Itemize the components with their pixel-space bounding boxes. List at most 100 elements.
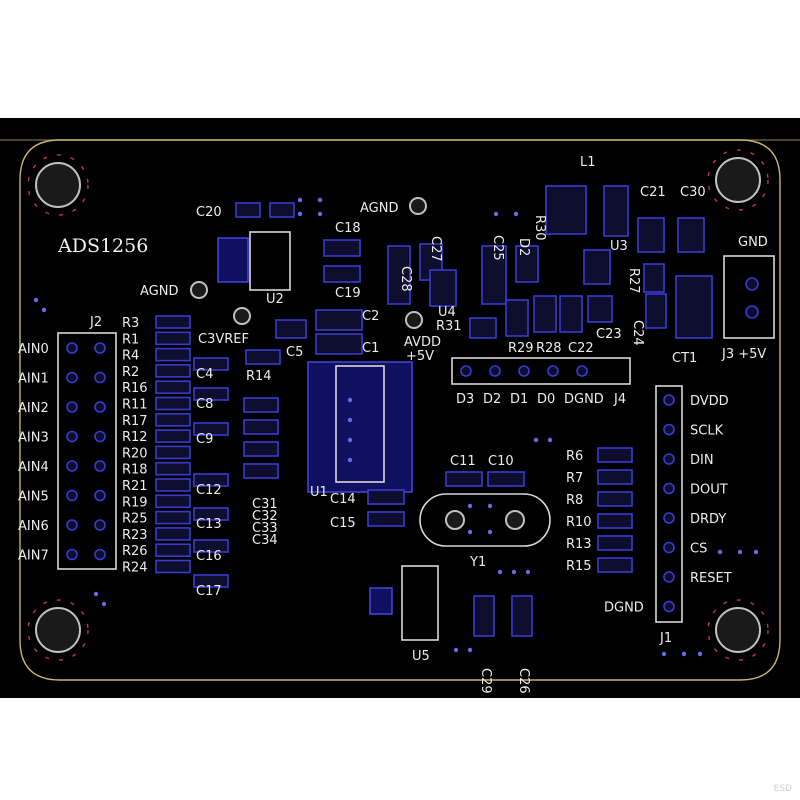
j2-pin-right: [94, 519, 106, 531]
corner-watermark: ESD: [773, 784, 792, 794]
j2-pin-left: [66, 401, 78, 413]
resistor-label: R1: [122, 332, 139, 347]
j1-pin: [663, 600, 675, 613]
c15-pad: [367, 511, 405, 527]
y1-crystal: Y1: [419, 493, 551, 570]
via: [317, 197, 323, 203]
u1-ic: [307, 361, 413, 493]
via: [467, 647, 473, 653]
right-resistor-label: R7: [566, 471, 583, 486]
c14-pad: [367, 489, 405, 505]
via: [93, 591, 99, 597]
top-part-label: CT1: [672, 351, 697, 366]
resistor-pad: [155, 315, 191, 329]
component-pad: [533, 295, 557, 333]
via: [487, 503, 493, 509]
j3-pin-2: [745, 305, 759, 319]
capacitor-pad: [193, 387, 229, 401]
top-part-label: C2: [362, 309, 379, 324]
via: [717, 549, 723, 555]
j2-pin-left: [66, 430, 78, 443]
via: [513, 211, 519, 217]
j1-header-outline: [655, 385, 683, 623]
j4-pin-label: DGND: [564, 392, 604, 407]
avdd-voltage: +5V: [406, 349, 434, 364]
via: [525, 569, 531, 575]
j4-header-outline: [451, 357, 631, 385]
j3-label: J3 +5V: [721, 347, 766, 362]
right-resistor-label: R10: [566, 515, 592, 530]
j4-pin: [576, 365, 588, 377]
capacitor-label: C12: [196, 483, 222, 498]
u1-ref: U1: [310, 485, 328, 500]
j2-pins: [66, 342, 106, 561]
capacitor-pad: [193, 539, 229, 553]
u2-pad: [217, 237, 249, 283]
via-clusters: [33, 197, 759, 657]
j2-pin-left: [66, 371, 78, 384]
right-resistor-pad: [597, 491, 633, 507]
left-component-pads: [155, 315, 279, 588]
stack-capacitor-pad: [243, 463, 279, 479]
resistor-pad: [155, 331, 191, 346]
resistor-label: R24: [122, 561, 148, 576]
c10-ref: C10: [488, 454, 514, 469]
j4-pin-label: D2: [483, 392, 501, 407]
via: [33, 297, 39, 303]
resistor-pad: [155, 478, 191, 492]
mounting-hole-top-right: [707, 149, 769, 211]
c11-pad: [445, 471, 483, 487]
capacitor-pad: [193, 574, 229, 588]
via: [101, 601, 107, 607]
avdd-label: AVDD: [404, 335, 441, 350]
j2-pin-right: [94, 430, 106, 443]
top-part-label: L1: [580, 155, 596, 170]
top-part-label: C30: [680, 185, 706, 200]
resistor-label: R17: [122, 414, 148, 429]
j4-pin-label: D3: [456, 392, 474, 407]
j1-ref: J1: [659, 631, 672, 646]
resistor-pad: [155, 543, 191, 558]
via: [347, 457, 353, 463]
j1-pin: [663, 453, 675, 465]
u2-outline: [249, 231, 291, 291]
j2-pin-label: AIN4: [18, 460, 49, 475]
c26-ref: C26: [516, 668, 531, 694]
resistor-pad: [155, 494, 191, 509]
via: [533, 437, 539, 443]
j4-pin: [547, 365, 559, 377]
right-resistor-pad: [597, 447, 633, 463]
right-resistor-pad: [597, 535, 633, 551]
mounting-hole-bottom-left: [27, 599, 89, 661]
resistor-pad: [155, 461, 191, 476]
j1-pin: [663, 512, 675, 524]
j4-pin-label: D1: [510, 392, 528, 407]
j1-pin: [663, 482, 675, 495]
component-pad: [583, 249, 611, 285]
j4-pin: [489, 365, 501, 377]
resistor-pad: [155, 412, 191, 427]
via: [547, 437, 553, 443]
via: [681, 651, 687, 657]
resistor-label: R4: [122, 349, 139, 364]
top-part-label: C24: [630, 320, 645, 346]
stack-capacitor-pad: [243, 419, 279, 435]
component-pad: [677, 217, 705, 253]
via: [453, 647, 459, 653]
top-part-label: C27: [428, 236, 443, 262]
stack-capacitor-label: C33: [252, 521, 278, 536]
component-pad: [559, 295, 583, 333]
mounting-hole-bottom-right: [707, 599, 769, 661]
component-pad: [323, 239, 361, 257]
stack-capacitor-pad: [243, 397, 279, 413]
c11-ref: C11: [450, 454, 476, 469]
component-pad: [505, 299, 529, 337]
c29-ref: C29: [478, 668, 493, 694]
component-pad: [315, 309, 363, 331]
j2-pin-left: [66, 519, 78, 531]
top-part-label: D2: [516, 238, 531, 256]
resistor-pad: [155, 380, 191, 395]
